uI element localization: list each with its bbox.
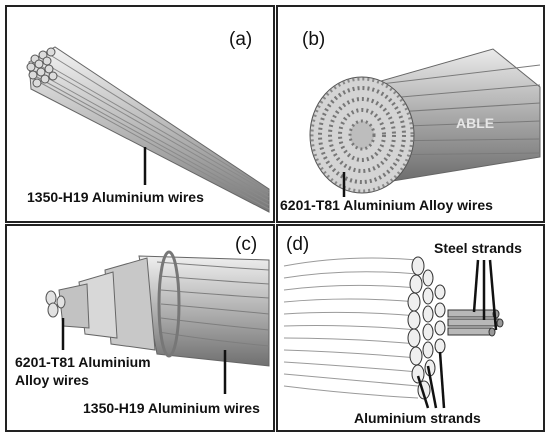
panel-b-label: (b) — [302, 29, 326, 50]
panel-a-cable-drawing — [26, 46, 270, 213]
panel-c-label: (c) — [235, 234, 258, 255]
panel-d-al-caption: Aluminium strands — [354, 410, 481, 426]
panel-c-al-caption: 1350-H19 Aluminium wires — [83, 400, 260, 416]
panel-c-cable-drawing — [45, 250, 270, 394]
panel-b-watermark: ABLE — [456, 115, 495, 131]
panel-b: (b) ABLE 6201-T81 Aluminium Alloy wires — [276, 5, 545, 223]
panel-a: (a) 1350-H19 Aluminium wires — [5, 5, 275, 223]
panel-d-label: (d) — [286, 234, 310, 255]
panel-c-alloy-caption-line1: 6201-T81 Aluminium — [15, 354, 151, 370]
panel-c-alloy-caption-line2: Alloy wires — [15, 372, 89, 388]
panel-b-caption: 6201-T81 Aluminium Alloy wires — [280, 197, 493, 213]
panel-c: (c) 6201-T81 Aluminium Alloy wires 1350-… — [5, 224, 275, 432]
panel-a-caption: 1350-H19 Aluminium wires — [27, 189, 204, 205]
panel-a-label: (a) — [229, 29, 253, 50]
panel-d-cable-drawing — [283, 256, 504, 409]
panel-d-steel-caption: Steel strands — [434, 240, 522, 256]
panel-d: (d) Steel strands Aluminium strands — [276, 224, 545, 432]
panel-b-cable-drawing — [309, 48, 541, 197]
